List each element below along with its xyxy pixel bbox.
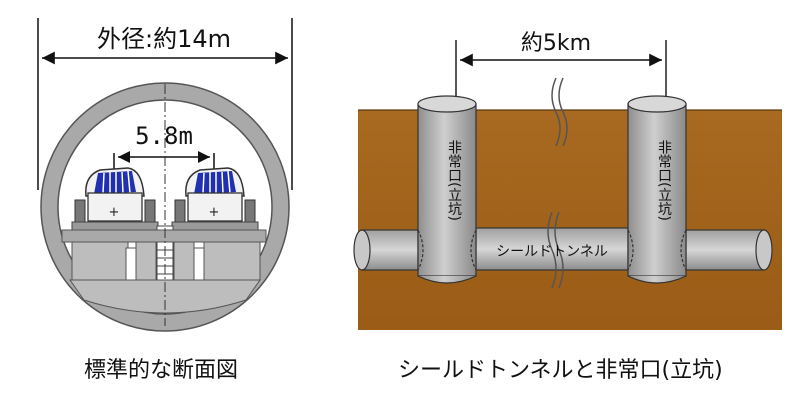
cross-section-diagram: 外径:約14m 5.8m + xyxy=(37,18,293,332)
break-mark-tunnel xyxy=(547,211,557,289)
outer-diameter-label-bg xyxy=(86,24,242,54)
track-gauge-label: 5.8m xyxy=(135,122,193,150)
distance-label: 約5km xyxy=(521,31,591,56)
tunnel-label: シールドトンネル xyxy=(496,244,608,260)
train-right: + xyxy=(171,167,259,231)
outer-diameter-label: 外径:約14m xyxy=(97,25,231,53)
cross-section-caption: 標準的な断面図 xyxy=(84,358,239,383)
break-mark-top xyxy=(551,77,561,147)
train-center-mark-left: + xyxy=(109,205,120,220)
shield-tunnel-caption: シールドトンネルと非常口(立坑) xyxy=(398,358,723,383)
emergency-shaft-2: 非常口(立坑) xyxy=(627,95,687,284)
shaft-label-1: 非常口(立坑) xyxy=(446,140,462,221)
shield-tunnel-diagram: 約5km 非常口(立坑) xyxy=(353,28,782,330)
train-left: + xyxy=(71,167,159,231)
shaft-label-2: 非常口(立坑) xyxy=(656,140,672,221)
train-center-mark-right: + xyxy=(209,205,220,220)
emergency-shaft-1: 非常口(立坑) xyxy=(417,95,477,284)
